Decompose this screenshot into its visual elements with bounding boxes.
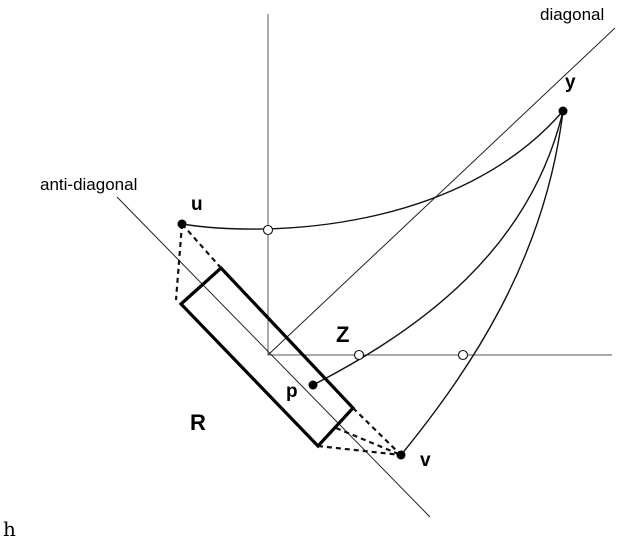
label-point-p: p	[286, 381, 298, 402]
curve-u-to-y	[181, 110, 564, 230]
intersection-marker-horizontal	[457, 349, 469, 361]
point-v	[396, 450, 406, 460]
label-footer-h: h	[3, 517, 16, 541]
label-anti-diagonal: anti-diagonal	[40, 175, 137, 194]
label-point-v: v	[420, 450, 431, 471]
label-point-y: y	[565, 72, 576, 93]
intersection-marker-vertical	[262, 224, 274, 236]
curve-p-to-y	[312, 110, 564, 386]
point-y	[558, 106, 568, 116]
rectangle-r	[178, 265, 356, 449]
anti-diagonal-line	[116, 196, 431, 518]
curve-v-to-y	[400, 110, 564, 456]
dashed-projection-v	[352, 407, 402, 456]
dashed-projection-v-side	[317, 444, 402, 457]
dashed-projection-u	[181, 223, 222, 269]
label-point-z: Z	[336, 322, 349, 347]
diagonal-line	[267, 27, 616, 356]
intersection-marker-z	[353, 349, 365, 361]
point-u	[177, 219, 187, 229]
dashed-projection-v-inner	[335, 426, 402, 457]
label-diagonal: diagonal	[540, 5, 604, 24]
label-point-u: u	[191, 194, 203, 215]
point-p	[308, 380, 318, 390]
label-region-r: R	[190, 410, 206, 435]
dashed-projection-u-side	[174, 223, 184, 301]
